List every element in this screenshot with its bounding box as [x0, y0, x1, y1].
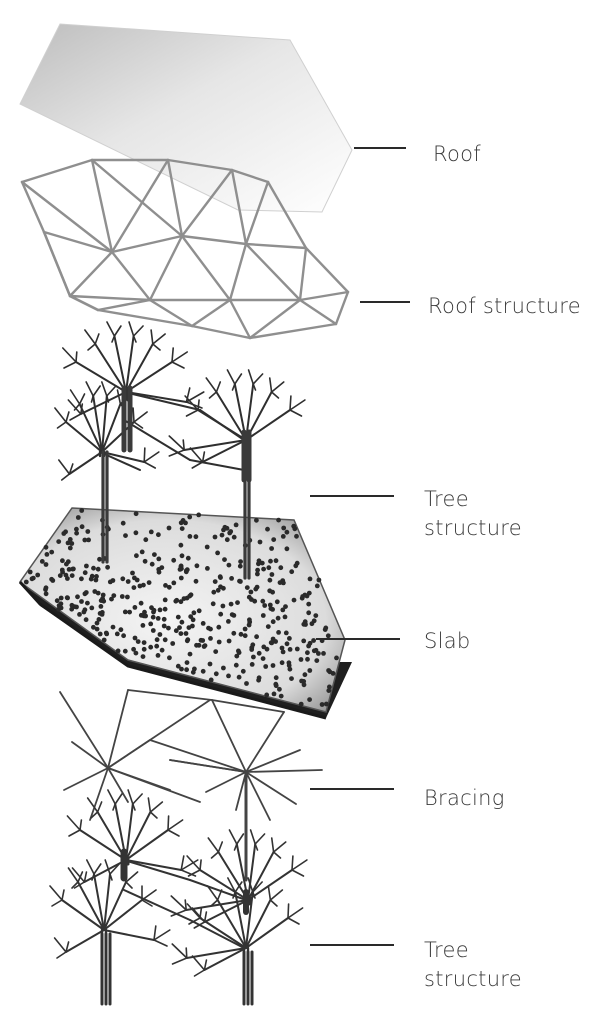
- roof-structure-leader-line: [360, 301, 410, 303]
- tree-structure-upper-leader-line: [310, 495, 394, 497]
- roof-structure-layer: [20, 158, 350, 340]
- tree-structure-upper-label: Tree structure: [424, 487, 522, 540]
- roof-structure-label: Roof structure: [428, 294, 581, 318]
- slab-leader-line: [316, 638, 400, 640]
- roof-leader-line: [354, 147, 406, 149]
- bracing-label: Bracing: [424, 786, 505, 810]
- tree-structure-lower-leader-line: [310, 944, 394, 946]
- bracing-layer: [59, 689, 323, 882]
- upper-tree-trunks: [101, 385, 252, 580]
- roof-label: Roof: [433, 142, 481, 166]
- slab-label: Slab: [424, 629, 471, 653]
- roof-panel: [19, 23, 353, 213]
- bracing-leader-line: [310, 788, 394, 790]
- slab-studs: [23, 508, 339, 707]
- lower-tree-structure-layer: [49, 789, 308, 1006]
- roof-layer: [19, 23, 353, 213]
- tree-structure-lower-label: Tree structure: [424, 938, 522, 991]
- upper-tree-structure-layer: [54, 321, 306, 481]
- slab-layer: [18, 507, 352, 720]
